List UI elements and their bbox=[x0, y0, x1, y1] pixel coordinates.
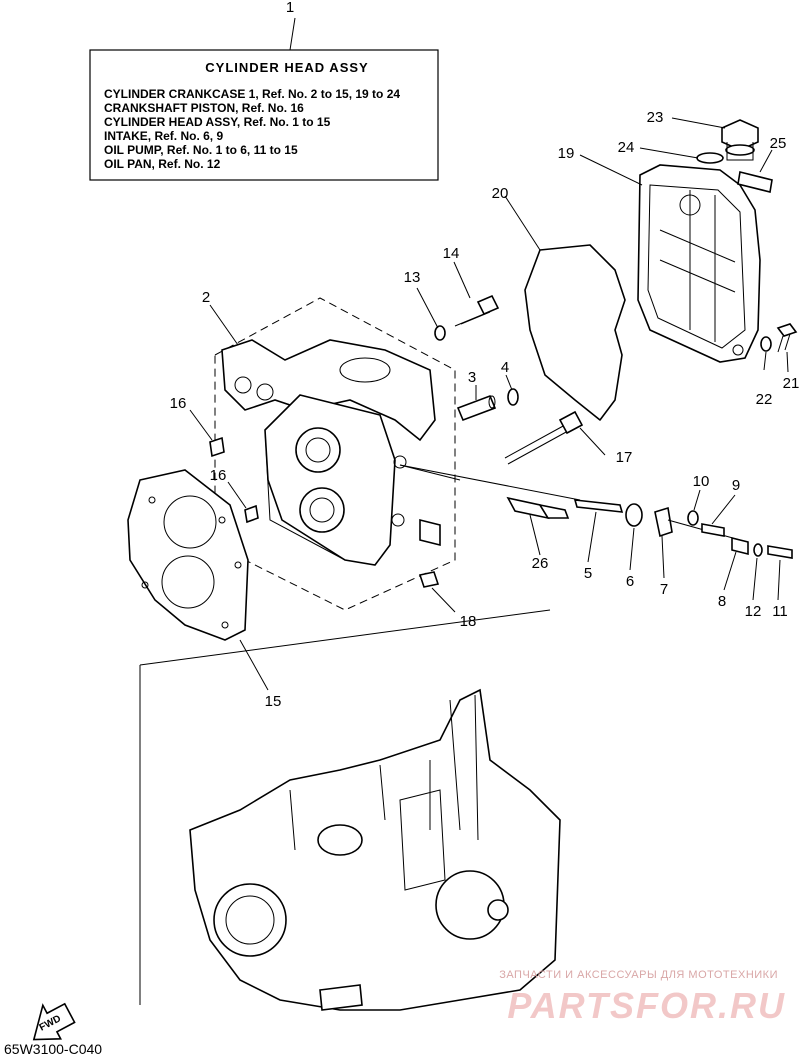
assembly-box-line-2: CRANKSHAFT PISTON, Ref. No. 16 bbox=[104, 101, 304, 115]
part-8-plate bbox=[731, 536, 749, 556]
part-24-oring bbox=[696, 152, 724, 164]
callout-1: 1 bbox=[286, 0, 294, 16]
assembly-box-line-4: INTAKE, Ref. No. 6, 9 bbox=[104, 129, 223, 143]
callout-numbers: 2 3 4 5 6 7 8 9 10 11 12 13 14 15 16 16 … bbox=[170, 109, 800, 710]
part-25-shim bbox=[737, 171, 773, 193]
callout-11: 11 bbox=[772, 603, 788, 620]
fwd-arrow: FWD bbox=[32, 1002, 76, 1041]
part-20-gasket bbox=[524, 244, 626, 421]
callout-16-lower: 16 bbox=[210, 467, 227, 484]
crankcase-block bbox=[139, 609, 561, 1011]
assembly-box-line-6: OIL PAN, Ref. No. 12 bbox=[104, 157, 221, 171]
callout-13: 13 bbox=[404, 269, 421, 286]
part-4-oring bbox=[507, 388, 519, 406]
part-22-washer bbox=[760, 336, 772, 352]
callout-22: 22 bbox=[756, 391, 773, 408]
part-11-bolt bbox=[767, 545, 793, 559]
callout-21: 21 bbox=[783, 375, 800, 392]
part-5-shaft bbox=[573, 499, 624, 513]
callout-16-upper: 16 bbox=[170, 395, 187, 412]
watermark-brand: PARTSFOR.RU bbox=[507, 985, 786, 1026]
callout-17: 17 bbox=[616, 449, 633, 466]
callout-26: 26 bbox=[532, 555, 549, 572]
part-2-cylinder-head bbox=[214, 297, 456, 611]
part-21-bolt bbox=[776, 323, 798, 353]
assembly-box-line-1: CYLINDER CRANKCASE 1, Ref. No. 2 to 15, … bbox=[104, 87, 400, 101]
callout-10: 10 bbox=[693, 473, 710, 490]
callout-18: 18 bbox=[460, 613, 477, 630]
part-13-washer bbox=[434, 325, 446, 341]
part-17-stud-bolt bbox=[504, 410, 584, 465]
assembly-box-title: CYLINDER HEAD ASSY bbox=[205, 60, 368, 75]
assembly-box-line-3: CYLINDER HEAD ASSY, Ref. No. 1 to 15 bbox=[104, 115, 331, 129]
callout-24: 24 bbox=[618, 139, 635, 156]
part-3-sleeve bbox=[456, 394, 497, 422]
watermark: ЗАПЧАСТИ И АКСЕССУАРЫ ДЛЯ МОТОТЕХНИКИ PA… bbox=[499, 969, 786, 1026]
part-7-lever bbox=[654, 506, 741, 541]
leader-lines bbox=[189, 117, 789, 691]
callout-4: 4 bbox=[501, 359, 509, 376]
callout-2: 2 bbox=[202, 289, 210, 306]
assembly-info-box: 1 CYLINDER HEAD ASSY CYLINDER CRANKCASE … bbox=[89, 0, 439, 181]
part-10-washer bbox=[687, 510, 699, 526]
callout-3: 3 bbox=[468, 369, 476, 386]
part-23-cap bbox=[721, 119, 759, 161]
callout-23: 23 bbox=[647, 109, 664, 126]
callout-15: 15 bbox=[265, 693, 282, 710]
part-26-spark-plug bbox=[506, 496, 570, 520]
part-9-bolt bbox=[701, 523, 725, 537]
part-19-cover bbox=[637, 164, 761, 363]
callout-25: 25 bbox=[770, 135, 787, 152]
part-12-washer bbox=[753, 543, 763, 557]
part-16-dowel-upper bbox=[209, 436, 225, 458]
callout-20: 20 bbox=[492, 185, 509, 202]
diagram-code: 65W3100-C040 bbox=[4, 1041, 102, 1057]
callout-5: 5 bbox=[584, 565, 592, 582]
callout-19: 19 bbox=[558, 145, 575, 162]
callout-8: 8 bbox=[718, 593, 726, 610]
callout-6: 6 bbox=[626, 573, 634, 590]
callout-7: 7 bbox=[660, 581, 668, 598]
watermark-tagline: ЗАПЧАСТИ И АКСЕССУАРЫ ДЛЯ МОТОТЕХНИКИ bbox=[499, 969, 778, 981]
assembly-box-line-5: OIL PUMP, Ref. No. 1 to 6, 11 to 15 bbox=[104, 143, 298, 157]
callout-9: 9 bbox=[732, 477, 740, 494]
callout-12: 12 bbox=[745, 603, 762, 620]
part-16-dowel-lower bbox=[244, 504, 259, 524]
callout-14: 14 bbox=[443, 245, 460, 262]
part-14-bolt bbox=[454, 294, 500, 327]
part-15-head-gasket bbox=[127, 469, 249, 641]
part-18-bolt bbox=[418, 571, 440, 588]
part-6-seal bbox=[625, 503, 643, 527]
